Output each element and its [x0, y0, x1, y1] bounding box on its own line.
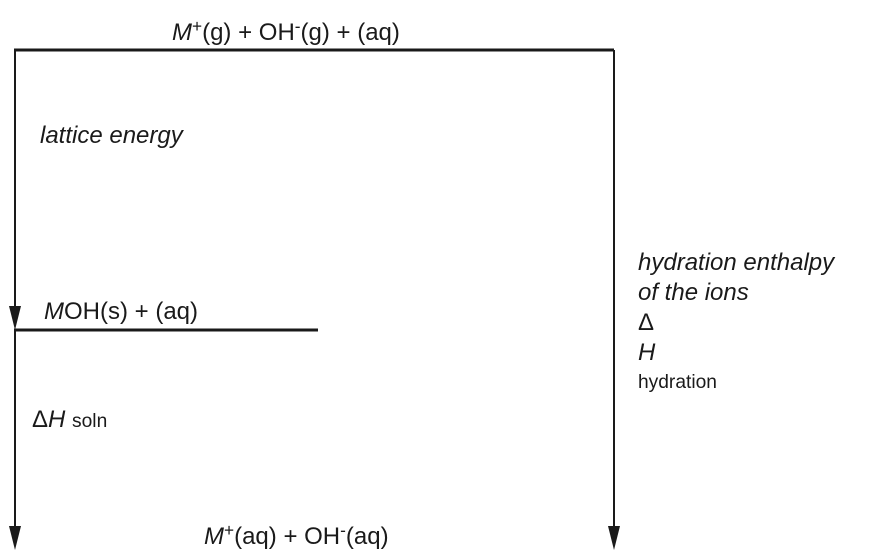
hydration-label-line2: of the ions [638, 279, 749, 306]
top-level-label: M+(g) + OH-(g) + (aq) [172, 16, 400, 46]
lattice-energy-arrowhead [9, 306, 21, 330]
soln-arrowhead [9, 526, 21, 550]
soln-enthalpy-label: ΔH soln [32, 406, 108, 433]
lattice-energy-label: lattice energy [40, 122, 183, 149]
hydration-arrowhead [608, 526, 620, 550]
hydration-label-line1: hydration enthalpy [638, 249, 835, 276]
bottom-level-label: M+(aq) + OH-(aq) [204, 520, 389, 550]
middle-level-label: MOH(s) + (aq) [44, 298, 199, 325]
